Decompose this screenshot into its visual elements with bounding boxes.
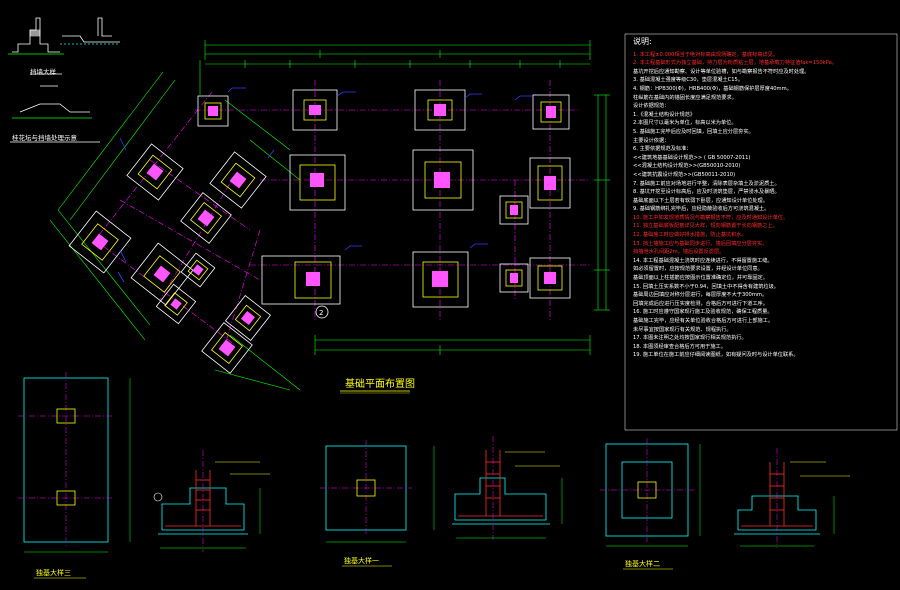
- detail-3-plan: [18, 372, 131, 553]
- note-line: 9. 基础钢筋绑扎完毕后，应经隐蔽验收后方可浇筑混凝土。: [633, 206, 770, 213]
- retaining-wall-detail: [8, 17, 120, 87]
- note-line: 基础周边回填应对称分层进行，每层厚度不大于300mm。: [633, 292, 768, 299]
- footing-F8: [261, 255, 341, 305]
- notes-frame: [624, 33, 898, 431]
- note-line: 未尽事宜按国家现行有关规范、规程执行。: [633, 326, 732, 333]
- footing-F1: [292, 89, 338, 131]
- detail-3-title: 独基大样三: [36, 568, 71, 577]
- footing-F6: [529, 157, 571, 209]
- footing-F2: [414, 89, 466, 131]
- note-line: 19. 施工单位在施工前应仔细阅读图纸，如有疑问及时与设计单位联系。: [633, 352, 799, 359]
- detail-3-section: [158, 450, 270, 552]
- footing-R3: [180, 192, 232, 244]
- note-line: 11. 独立基础底板配筋详见大样，短向钢筋置于长向钢筋之上。: [633, 223, 778, 230]
- note-line: 柱纵筋在基础内的锚固长度应满足规范要求。: [633, 94, 737, 101]
- plan-rotated-footings: [68, 143, 272, 374]
- detail-1-section: [452, 436, 563, 540]
- note-line: 1. 本工程±0.000相当于绝对标高由现场确定，基底标高详见。: [633, 51, 779, 58]
- footing-R6: [180, 252, 216, 288]
- note-line: 基础施工完毕，应经有关单位验收合格后方可进行上部施工。: [633, 318, 774, 324]
- note-line: 3. 基础混凝土强度等级C30，垫层混凝土C15。: [633, 77, 744, 84]
- note-line: 13. 挡土墙施工应与基础同步进行，墙后回填应分层夯实。: [633, 240, 768, 247]
- note-line: 2. 本工程基础形式为独立基础，持力层为粉质粘土层，地基承载力特征值fak=15…: [633, 60, 837, 67]
- footing-R2: [209, 151, 267, 209]
- note-line: 6. 主要依据规范及标准：: [633, 146, 692, 153]
- footing-R1: [126, 143, 184, 201]
- footing-F7: [499, 195, 529, 225]
- footing-F9: [412, 251, 469, 308]
- footing-F4: [289, 154, 346, 211]
- plan-footings: [197, 89, 571, 308]
- footing-R7: [155, 283, 197, 325]
- axis-2-bubble: [315, 305, 329, 319]
- plan-title: 基础平面布置图: [345, 377, 415, 390]
- note-line: 基础底面以下土层若有软弱下卧层，应通知设计单位处理。: [633, 197, 768, 204]
- footing-F10: [499, 263, 529, 293]
- footing-R8: [224, 294, 272, 342]
- note-line: <<建筑抗震设计规范>>(GB50011-2010): [633, 171, 736, 178]
- footing-F12: [197, 95, 229, 127]
- notes-title: 说明:: [633, 37, 652, 46]
- detail-2-title: 独基大样二: [625, 559, 660, 568]
- retaining-wall-title: 挡墙大样: [30, 67, 57, 76]
- note-line: 4. 钢筋：HPB300(Φ)，HRB400(Φ)，基础钢筋保护层厚度40mm。: [633, 85, 792, 92]
- footing-F3: [532, 94, 570, 130]
- note-line: 18. 本图须经审查合格后方可用于施工。: [633, 343, 726, 350]
- note-line: 8. 基坑开挖至设计标高后，应及时浇筑垫层，严禁浸水及暴晒。: [633, 189, 780, 196]
- note-line: 12. 基础施工时应做好排水措施，防止基坑积水。: [633, 232, 747, 239]
- detail-1-title: 独基大样一: [344, 556, 379, 565]
- note-line: 基坑开挖后应通知勘察、设计等单位验槽，如与勘察报告不符时应及时处理。: [633, 68, 810, 75]
- axis-2-label: 2: [319, 309, 323, 317]
- notes-list: 1. 本工程±0.000相当于绝对标高由现场确定，基底标高详见。 2. 本工程基础…: [633, 51, 895, 360]
- note-line: 回填完成后应进行压实度检测，合格后方可进行下道工序。: [633, 300, 768, 307]
- note-line: 17. 本图未注明之处均按国家现行相关规范执行。: [633, 335, 747, 342]
- note-line: 如必须留置时，应按规范要求设置，并经设计单位同意。: [633, 266, 763, 273]
- note-line: 15. 回填土压实系数不小于0.94，回填土中不得含有建筑垃圾。: [633, 283, 779, 290]
- note-line: 5. 基础施工完毕后应及时回填，回填土应分层夯实。: [633, 128, 754, 135]
- footing-F11: [529, 257, 571, 299]
- footing-R9: [201, 322, 253, 374]
- note-line: 16. 施工时应遵守国家现行施工及验收规范，确保工程质量。: [633, 309, 773, 316]
- note-line: <<建筑地基基础设计规范>> ( GB 50007-2011): [633, 154, 751, 161]
- note-line: 挡墙泄水孔间距2m，墙后设置反滤层。: [633, 249, 725, 256]
- note-line: 主要设计依据：: [633, 137, 670, 144]
- slope-treatment-detail: [10, 103, 100, 143]
- plan-annotations: [117, 87, 533, 283]
- footing-R5: [130, 242, 194, 306]
- section-marker-1: [153, 492, 163, 502]
- note-line: 7. 基础施工前应对场地进行平整，清除表层杂填土及淤泥质土。: [633, 180, 780, 187]
- note-line: <<混凝土结构设计规范>>(GB50010-2010): [633, 163, 741, 170]
- design-notes-panel: 说明: 1. 本工程±0.000相当于绝对标高由现场确定，基底标高详见。 2. 本…: [633, 37, 895, 428]
- note-line: 基础顶面以上柱插筋应按图示位置准确定位，并可靠固定。: [633, 275, 768, 282]
- slope-treatment-title: 桂花坛与挡墙处理示意: [12, 133, 78, 142]
- note-line: 10. 施工中如发现地质情况与勘察报告不符，应及时通知设计单位。: [633, 214, 789, 221]
- note-line: 1.《混凝土结构设计规范》: [633, 111, 696, 118]
- note-line: 设计依据规范：: [633, 103, 670, 110]
- footing-R4: [68, 210, 132, 274]
- detail-1-plan: [320, 440, 435, 543]
- footing-F5: [412, 149, 474, 211]
- detail-2-plan: [600, 438, 701, 547]
- detail-2-section: [734, 448, 850, 548]
- note-line: 2.本图尺寸以毫米为单位，标高以米为单位。: [633, 120, 737, 127]
- note-line: 14. 本工程基础混凝土浇筑时应连续进行，不得留置施工缝。: [633, 257, 773, 264]
- plan-dimension-lines: [49, 40, 610, 391]
